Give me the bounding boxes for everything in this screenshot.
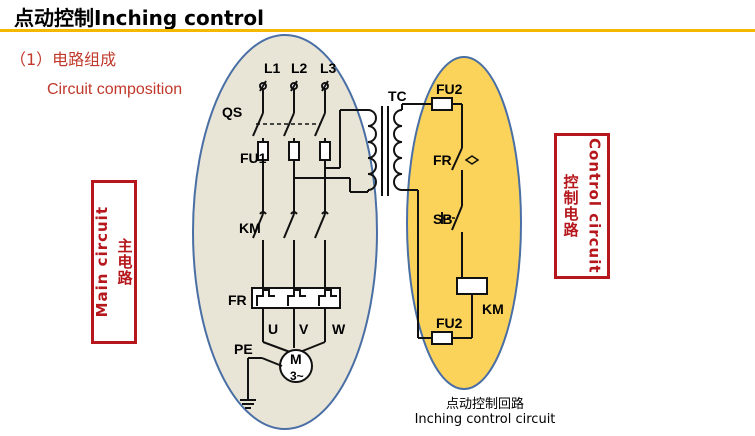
main-circuit-box: Main circuit 主电路: [91, 180, 137, 344]
transformer-tc: [367, 106, 403, 196]
caption-en: Inching control circuit: [414, 412, 556, 427]
title-bar: 点动控制Inching control: [0, 0, 755, 32]
main-circuit-wiring: [240, 80, 368, 409]
label-pe: PE: [234, 341, 253, 357]
control-circuit-wiring: [401, 97, 488, 345]
page-title: 点动控制Inching control: [14, 6, 264, 30]
section-subtitle: Circuit composition: [47, 81, 183, 98]
label-motor-m: M: [290, 351, 302, 367]
label-km-main: KM: [239, 220, 261, 236]
control-circuit-en-label: Control circuit: [585, 138, 604, 274]
label-km-coil: KM: [482, 301, 504, 317]
label-tc: TC: [388, 88, 407, 104]
label-l3: L3: [320, 60, 337, 76]
control-circuit-cn-label: 控制电路: [561, 174, 580, 238]
label-fr-main: FR: [228, 292, 247, 308]
label-u: U: [268, 321, 278, 337]
section-number-label: （1）电路组成: [10, 50, 117, 69]
label-fu2-top: FU2: [436, 81, 463, 97]
label-fu1: FU1: [240, 150, 267, 166]
label-l2: L2: [291, 60, 308, 76]
diagram-caption: 点动控制回路 Inching control circuit: [405, 393, 565, 427]
label-l1: L1: [264, 60, 281, 76]
main-circuit-ellipse: [192, 34, 378, 430]
control-circuit-ellipse: [406, 56, 522, 390]
label-fr-ctrl: FR: [433, 152, 452, 168]
main-circuit-cn-label: 主电路: [115, 238, 134, 286]
label-qs: QS: [222, 104, 242, 120]
label-motor-phase: 3~: [290, 369, 304, 383]
label-v: V: [299, 321, 309, 337]
control-circuit-box: 控制电路 Control circuit: [554, 133, 610, 279]
label-sb: SB: [433, 211, 452, 227]
title-underline: [0, 29, 755, 32]
label-fu2-bottom: FU2: [436, 315, 463, 331]
caption-cn: 点动控制回路: [445, 397, 524, 412]
label-w: W: [332, 321, 346, 337]
